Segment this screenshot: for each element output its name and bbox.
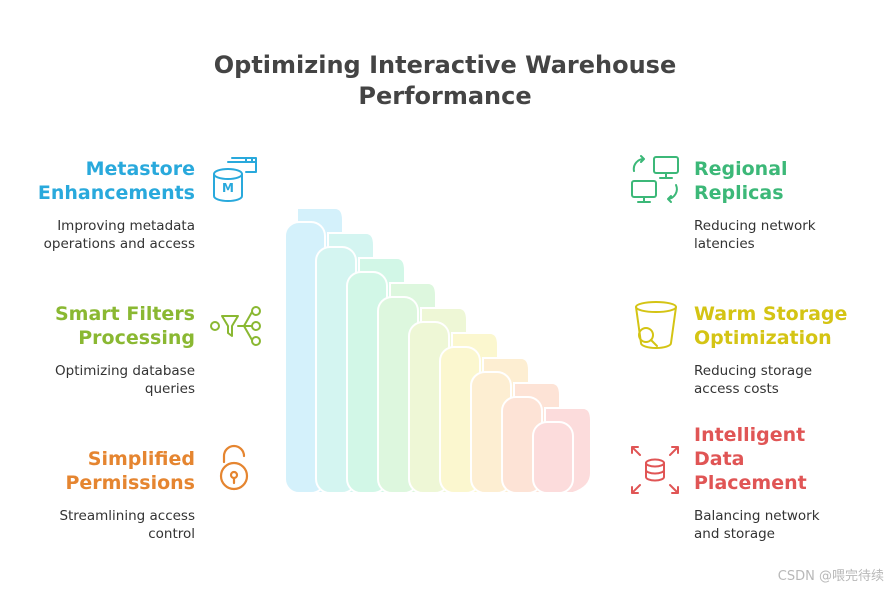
database-icon: M: [213, 157, 257, 202]
page-title: Optimizing Interactive Warehouse Perform…: [0, 50, 890, 112]
title-line-2: Performance: [358, 82, 532, 110]
title-line-1: Optimizing Interactive Warehouse: [213, 51, 677, 79]
monitors-sync-icon: [631, 155, 679, 203]
stack-layer-9: [532, 407, 592, 494]
padlock-icon: [219, 444, 249, 491]
svg-text:M: M: [222, 181, 234, 195]
watermark: CSDN @喂完待续: [777, 569, 884, 584]
bucket-search-icon: [635, 301, 677, 349]
database-arrows-icon: [631, 446, 679, 494]
filter-network-icon: [210, 306, 261, 346]
